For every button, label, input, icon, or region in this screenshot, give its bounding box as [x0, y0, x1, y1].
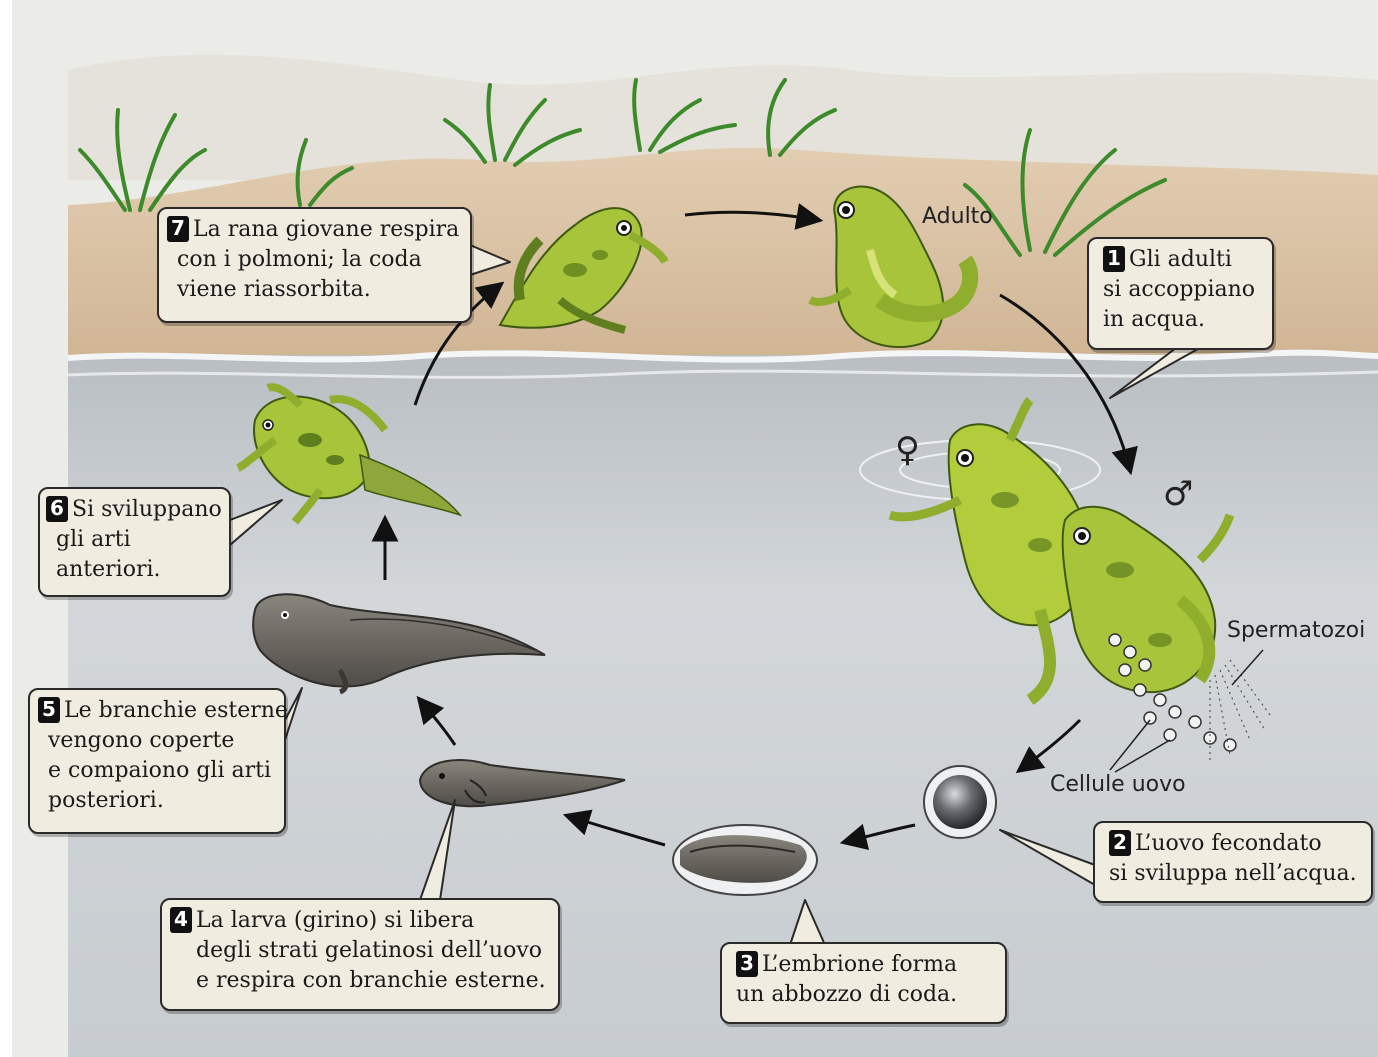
step-number: 4 — [170, 907, 192, 933]
callout-step-6: 6Si sviluppano gli arti anteriori. — [38, 487, 231, 597]
callout-text: La larva (girino) si libera — [196, 908, 474, 933]
label-adult: Adulto — [922, 204, 993, 229]
callout-line: viene riassorbita. — [167, 275, 456, 305]
male-symbol: ♂ — [1163, 474, 1193, 514]
callout-step-7: 7La rana giovane respira con i polmoni; … — [157, 207, 472, 323]
callout-step-3: 3L’embrione forma un abbozzo di coda. — [720, 942, 1007, 1024]
callout-text: Si sviluppano — [72, 497, 222, 522]
step-number: 2 — [1109, 830, 1131, 856]
label-eggs: Cellule uovo — [1050, 772, 1186, 797]
step-number: 1 — [1103, 246, 1125, 272]
callout-step-4: 4La larva (girino) si libera degli strat… — [160, 898, 560, 1011]
callout-line: e respira con branchie esterne. — [170, 966, 552, 996]
callout-line: posteriori. — [38, 786, 270, 816]
callout-line: degli strati gelatinosi dell’uovo — [170, 936, 552, 966]
callout-line: vengono coperte — [38, 726, 270, 756]
embryo — [673, 825, 817, 895]
callout-line: e compaiono gli arti — [38, 756, 270, 786]
callout-line: in acqua. — [1103, 305, 1258, 335]
callout-line: si sviluppa nell’acqua. — [1109, 859, 1357, 889]
callout-line: 4La larva (girino) si libera — [170, 906, 552, 936]
callout-text: L’uovo fecondato — [1135, 831, 1322, 856]
step-number: 5 — [38, 697, 60, 723]
callout-line: si accoppiano — [1103, 275, 1258, 305]
callout-text: L’embrione forma — [762, 952, 957, 977]
step-number: 3 — [736, 951, 758, 977]
callout-step-1: 1Gli adulti si accoppiano in acqua. — [1087, 237, 1274, 350]
fertilized-egg — [924, 766, 996, 838]
callout-step-2: 2L’uovo fecondato si sviluppa nell’acqua… — [1093, 821, 1373, 903]
callout-text: Le branchie esterne — [64, 698, 288, 723]
callout-line: 7La rana giovane respira — [167, 215, 456, 245]
step-number: 6 — [46, 496, 68, 522]
callout-line: 5Le branchie esterne — [38, 696, 270, 726]
label-sperm: Spermatozoi — [1227, 618, 1365, 643]
callout-line: 2L’uovo fecondato — [1109, 829, 1357, 859]
callout-line: 1Gli adulti — [1103, 245, 1258, 275]
step-number: 7 — [167, 216, 189, 242]
callout-text: La rana giovane respira — [193, 217, 459, 242]
female-symbol: ♀ — [895, 430, 920, 470]
callout-line: un abbozzo di coda. — [736, 980, 991, 1010]
callout-line: con i polmoni; la coda — [167, 245, 456, 275]
callout-line: gli arti — [46, 525, 215, 555]
callout-line: anteriori. — [46, 555, 215, 585]
callout-line: 3L’embrione forma — [736, 950, 991, 980]
callout-line: 6Si sviluppano — [46, 495, 215, 525]
callout-step-5: 5Le branchie esterne vengono coperte e c… — [28, 688, 286, 834]
callout-text: Gli adulti — [1129, 247, 1232, 272]
